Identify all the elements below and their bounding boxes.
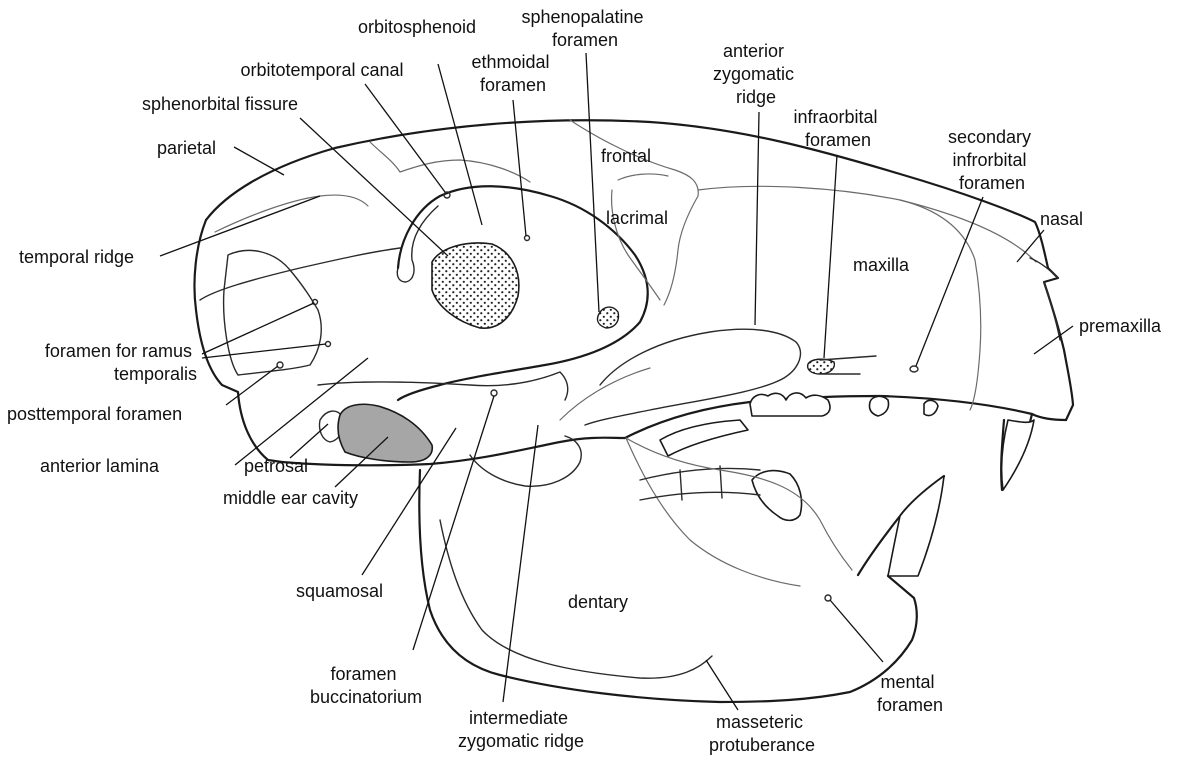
leader-infraorbital — [824, 155, 837, 358]
label-petrosal: petrosal — [244, 456, 308, 476]
dentary-outline — [419, 470, 944, 702]
skull-base — [282, 438, 625, 466]
leader-petrosal — [290, 424, 328, 458]
leader-orbitotemporal-canal — [365, 84, 445, 192]
lower-canine — [888, 476, 944, 576]
ethmoidal-foramen-dot — [525, 236, 530, 241]
label-mental-foramen: mental foramen — [877, 672, 943, 715]
occipital-outline — [194, 220, 282, 462]
label-sphenopalatine: sphenopalatine foramen — [521, 7, 648, 50]
leader-sphenopalatine — [586, 53, 599, 312]
label-masseteric-protuberance: masseteric protuberance — [709, 712, 815, 755]
glenoid-region — [470, 436, 581, 486]
leader-intermediate-zygomatic — [503, 425, 538, 702]
temporal-fossa — [224, 250, 322, 375]
nasal-suture — [900, 200, 1036, 262]
leader-anterior-zygomatic — [755, 112, 759, 325]
maxilla-suture — [698, 186, 981, 410]
middle-ear-cavity-shape — [338, 404, 432, 462]
label-parietal: parietal — [157, 138, 216, 158]
gum-line — [626, 438, 852, 570]
label-orbitosphenoid: orbitosphenoid — [358, 17, 476, 37]
label-secondary-infraorbital: secondary infrorbital foramen — [948, 127, 1036, 193]
label-premaxilla: premaxilla — [1079, 316, 1162, 336]
leader-premaxilla — [1034, 326, 1073, 354]
infraorbital-foramen-shape — [808, 359, 835, 374]
squamosal-region — [318, 372, 568, 400]
leader-ethmoidal — [513, 100, 526, 236]
label-ethmoidal: ethmoidal foramen — [471, 52, 554, 95]
upper-premolar — [869, 396, 888, 416]
label-maxilla: maxilla — [853, 255, 910, 275]
label-anterior-zygomatic-ridge: anterior zygomatic ridge — [713, 41, 799, 107]
label-orbitotemporal-canal: orbitotemporal canal — [240, 60, 403, 80]
leader-orbitosphenoid — [438, 64, 482, 225]
label-squamosal: squamosal — [296, 581, 383, 601]
sphenorbital-fissure-shape — [432, 243, 519, 328]
leader-posttemporal — [226, 366, 278, 405]
label-temporal-ridge: temporal ridge — [19, 247, 134, 267]
label-anterior-lamina: anterior lamina — [40, 456, 160, 476]
label-middle-ear-cavity: middle ear cavity — [223, 488, 358, 508]
label-sphenorbital-fissure: sphenorbital fissure — [142, 94, 298, 114]
posttemporal-foramen-dot — [277, 362, 283, 368]
ramus-foramen-2 — [326, 342, 331, 347]
label-posttemporal-foramen: posttemporal foramen — [7, 404, 182, 424]
upper-premolar-2 — [924, 400, 938, 415]
label-nasal: nasal — [1040, 209, 1083, 229]
label-foramen-ramus: foramen for ramus temporalis — [45, 341, 197, 384]
label-dentary: dentary — [568, 592, 628, 612]
label-frontal: frontal — [601, 146, 651, 166]
lower-tooth-row — [640, 466, 760, 500]
secondary-foramen-shape — [910, 366, 918, 372]
leader-parietal — [234, 147, 284, 175]
leader-mental — [830, 600, 883, 662]
upper-canine — [1002, 420, 1034, 490]
incisors — [1030, 258, 1060, 340]
upper-molars — [750, 393, 830, 416]
label-lacrimal: lacrimal — [606, 208, 668, 228]
sphenopalatine-foramen-shape — [597, 307, 618, 328]
label-infraorbital: infraorbital foramen — [793, 107, 882, 150]
buccinatorium-foramen-dot — [491, 390, 497, 396]
label-foramen-buccinatorium: foramen buccinatorium — [310, 664, 422, 707]
leader-temporal-ridge — [160, 196, 320, 256]
braincase-inner — [200, 248, 400, 300]
label-intermediate-zygomatic-ridge: intermediate zygomatic ridge — [458, 708, 584, 751]
lower-molars — [660, 420, 748, 456]
leader-ramus-1 — [202, 303, 314, 354]
